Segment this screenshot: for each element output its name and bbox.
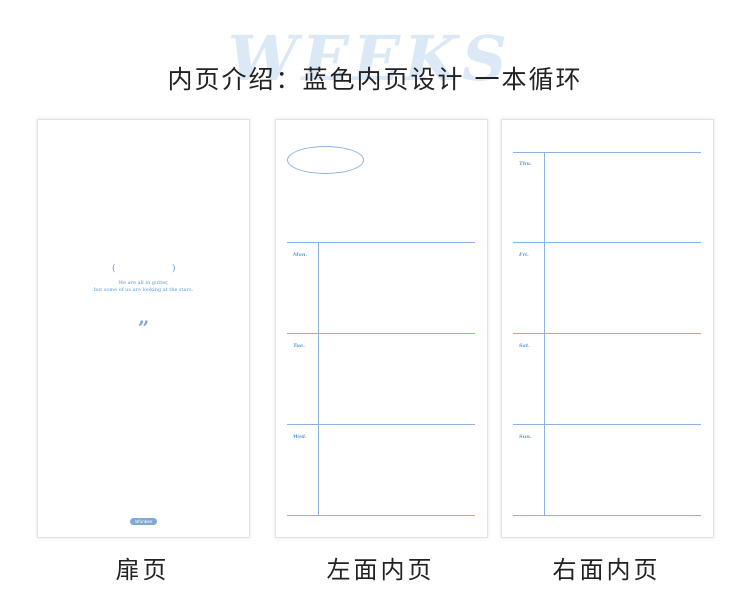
day-label-sun: Sun. bbox=[519, 434, 532, 440]
row-divider bbox=[513, 333, 701, 334]
column-divider bbox=[544, 152, 545, 515]
quote-line-1: We are all in gutter, bbox=[118, 280, 169, 286]
day-label-fri: Fri. bbox=[519, 252, 529, 258]
row-divider bbox=[287, 515, 475, 516]
day-label-sat: Sat. bbox=[519, 343, 530, 349]
quote-line-2: but some of us are looking at the stars. bbox=[93, 287, 194, 293]
row-divider bbox=[287, 333, 475, 334]
quote-paren-close: ) bbox=[172, 264, 176, 274]
day-label-mon: Mon. bbox=[293, 252, 308, 258]
row-divider bbox=[287, 424, 475, 425]
weeks-watermark: WEEKS bbox=[228, 22, 511, 95]
row-divider bbox=[513, 152, 701, 153]
cover-page-caption: 扉页 bbox=[115, 556, 170, 584]
row-divider bbox=[287, 242, 475, 243]
brand-badge: lafunbee bbox=[130, 518, 157, 525]
title-oval bbox=[287, 146, 364, 174]
page-headline: 内页介绍：蓝色内页设计 一本循环 bbox=[167, 65, 583, 94]
day-label-wed: Wed. bbox=[293, 434, 307, 440]
quote-paren-open: ( bbox=[112, 264, 116, 274]
row-divider bbox=[513, 242, 701, 243]
day-label-thu: Thu. bbox=[519, 161, 532, 167]
day-label-tue: Tue. bbox=[293, 343, 305, 349]
cover-page-preview: ( ) We are all in gutter, but some of us… bbox=[37, 119, 250, 538]
column-divider bbox=[318, 242, 319, 515]
right-page-caption: 右面内页 bbox=[552, 556, 661, 584]
quote-mark-icon: ” bbox=[137, 316, 150, 340]
row-divider bbox=[513, 515, 701, 516]
left-page-preview: Mon. Tue. Wed. bbox=[275, 119, 488, 538]
row-divider bbox=[513, 424, 701, 425]
right-page-preview: Thu. Fri. Sat. Sun. bbox=[501, 119, 714, 538]
left-page-caption: 左面内页 bbox=[326, 556, 435, 584]
